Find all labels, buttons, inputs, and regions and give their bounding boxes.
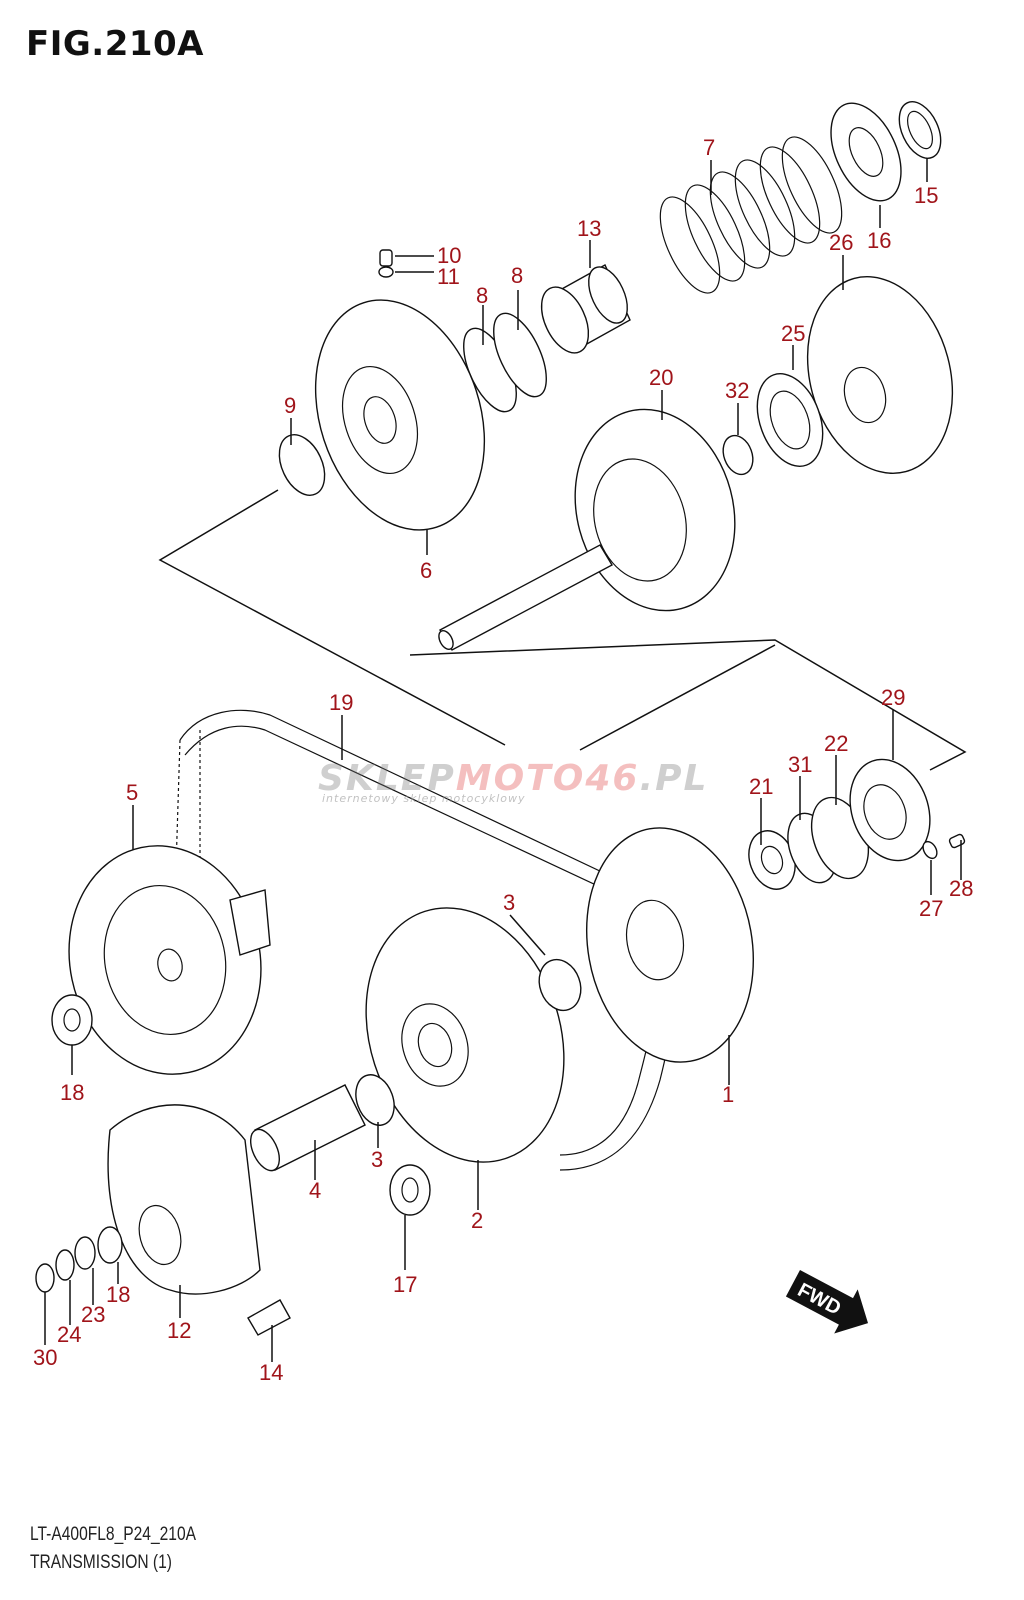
part-20-clutch-drum[interactable]: [436, 391, 757, 651]
part-12-cover[interactable]: [107, 1104, 261, 1295]
callout-10[interactable]: 10: [437, 243, 461, 268]
watermark-part3: .PL: [639, 758, 709, 799]
part-11-washer[interactable]: [378, 266, 394, 278]
callout-31[interactable]: 31: [788, 752, 812, 777]
figure-name: TRANSMISSION (1): [30, 1552, 172, 1573]
callout-29[interactable]: 29: [881, 685, 905, 710]
fwd-arrow-icon: FWD: [785, 1270, 869, 1334]
callout-11[interactable]: 11: [437, 264, 460, 289]
part-9-seal[interactable]: [270, 428, 333, 503]
part-2-slide-cam[interactable]: [334, 882, 595, 1188]
part-16-plate-hole: [848, 127, 884, 177]
part-3-seal-b[interactable]: [349, 1069, 401, 1130]
part-17-spacer[interactable]: [389, 1164, 431, 1216]
callout-28[interactable]: 28: [949, 876, 973, 901]
leader-lines: [44, 158, 962, 1362]
callout-20[interactable]: 20: [649, 365, 673, 390]
callout-17[interactable]: 17: [393, 1272, 417, 1297]
part-13-sleeve[interactable]: [532, 261, 635, 360]
watermark-part1: SKLEP: [318, 758, 456, 799]
part-6-driven-face[interactable]: [287, 278, 512, 552]
part-18-nut-b[interactable]: [97, 1226, 123, 1264]
part-8-oring-b[interactable]: [483, 306, 557, 404]
callout-23[interactable]: 23: [81, 1302, 105, 1327]
callout-18b[interactable]: 18: [106, 1282, 130, 1307]
callout-22[interactable]: 22: [824, 731, 848, 756]
watermark-part2: MOTO46: [455, 758, 640, 799]
part-30-bearing[interactable]: [35, 1263, 55, 1293]
watermark-tagline: internetowy sklep motocyklowy: [322, 792, 526, 805]
figure-title: FIG.210A: [26, 24, 204, 64]
part-24-ring[interactable]: [55, 1249, 75, 1281]
part-26-clutch-shoe[interactable]: [787, 260, 974, 489]
part-1-movable-drive-face[interactable]: [569, 815, 771, 1076]
part-16-plate[interactable]: [817, 92, 915, 212]
bracket-line-mid: [579, 644, 776, 751]
callout-7[interactable]: 7: [703, 135, 715, 160]
part-15-nut-hole: [907, 110, 933, 150]
callout-19[interactable]: 19: [329, 690, 353, 715]
callout-16[interactable]: 16: [867, 228, 891, 253]
callout-8a[interactable]: 8: [476, 283, 488, 308]
callout-26[interactable]: 26: [829, 230, 853, 255]
part-10-pin[interactable]: [379, 249, 393, 267]
callout-32[interactable]: 32: [725, 378, 749, 403]
callout-21[interactable]: 21: [749, 774, 773, 799]
callout-8b[interactable]: 8: [511, 263, 523, 288]
part-5-drive-face[interactable]: [48, 828, 282, 1092]
callout-15[interactable]: 15: [914, 183, 938, 208]
bracket-line-right: [409, 639, 967, 771]
part-32-bushing[interactable]: [718, 431, 758, 478]
callout-24[interactable]: 24: [57, 1322, 81, 1347]
callout-30[interactable]: 30: [33, 1345, 57, 1370]
part-4-sleeve[interactable]: [245, 1084, 366, 1175]
part-29-bearing[interactable]: [837, 748, 944, 872]
part-18-spacer-a[interactable]: [51, 994, 93, 1046]
part-14-slider[interactable]: [247, 1299, 291, 1336]
part-3-seal-a[interactable]: [532, 954, 587, 1017]
callout-1[interactable]: 1: [722, 1082, 734, 1107]
part-23-washer[interactable]: [74, 1236, 96, 1270]
callout-25[interactable]: 25: [781, 321, 805, 346]
callout-13[interactable]: 13: [577, 216, 601, 241]
bracket-line-upper: [158, 489, 506, 746]
watermark: SKLEPMOTO46.PL: [318, 758, 708, 799]
callout-18a[interactable]: 18: [60, 1080, 84, 1105]
figure-code: LT-A400FL8_P24_210A: [30, 1524, 197, 1545]
callout-3b[interactable]: 3: [371, 1147, 383, 1172]
callout-4[interactable]: 4: [309, 1178, 321, 1203]
part-15-nut[interactable]: [891, 95, 949, 165]
callout-14[interactable]: 14: [259, 1360, 283, 1385]
callout-12[interactable]: 12: [167, 1318, 191, 1343]
callout-9[interactable]: 9: [284, 393, 296, 418]
group-bracket-lines: [158, 489, 967, 771]
callout-27[interactable]: 27: [919, 896, 943, 921]
callout-6[interactable]: 6: [420, 558, 432, 583]
callout-2[interactable]: 2: [471, 1208, 483, 1233]
callout-3a[interactable]: 3: [503, 890, 515, 915]
part-28-bolt[interactable]: [948, 833, 966, 849]
part-27-washer[interactable]: [920, 839, 939, 861]
callout-5[interactable]: 5: [126, 780, 138, 805]
part-7-spring[interactable]: [648, 129, 854, 302]
